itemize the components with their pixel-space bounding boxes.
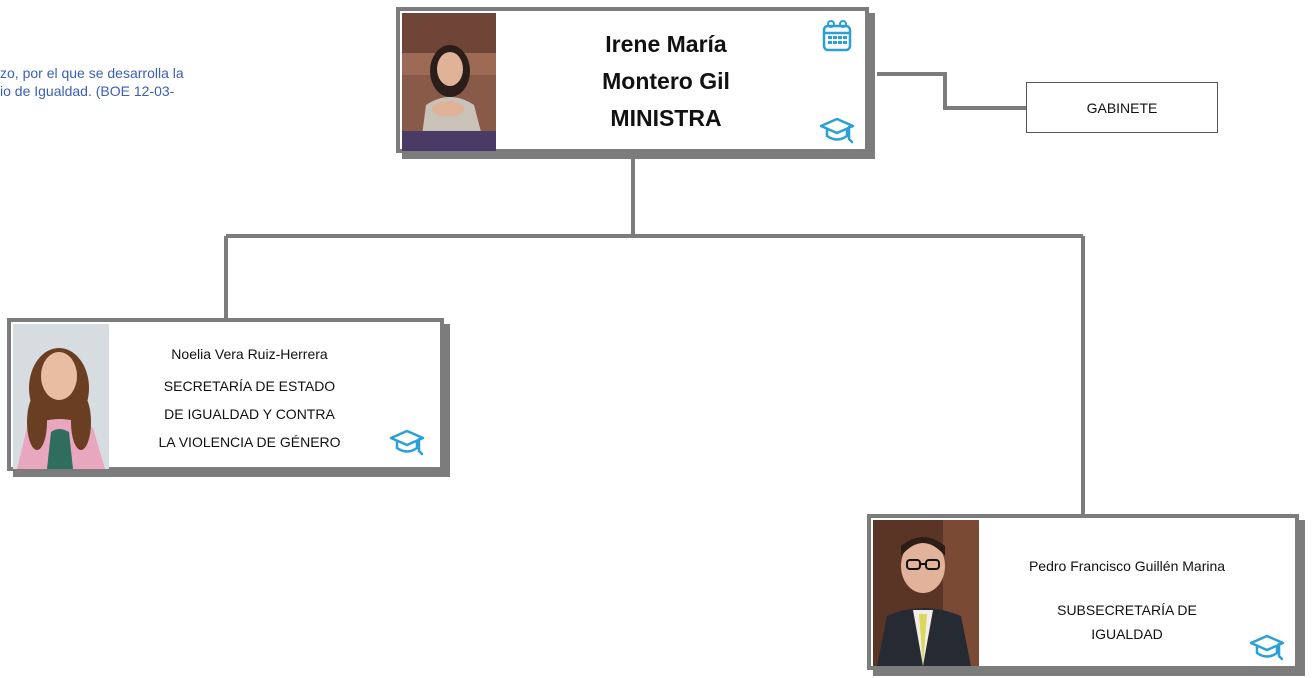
gabinete-box[interactable]: GABINETE: [1026, 82, 1218, 133]
secretaria-title-line1: SECRETARÍA DE ESTADO: [163, 378, 336, 394]
secretaria-title-line2: DE IGUALDAD Y CONTRA: [164, 406, 335, 422]
minister-title: MINISTRA: [610, 105, 722, 131]
minister-name-line1: Irene María: [605, 31, 727, 57]
minister-name-line2: Montero Gil: [602, 68, 730, 94]
secretaria-title-line3: LA VIOLENCIA DE GÉNERO: [158, 434, 341, 450]
subsecretaria-title-line1: SUBSECRETARÍA DE: [1057, 602, 1197, 618]
subsecretaria-name: Pedro Francisco Guillén Marina: [1028, 558, 1226, 574]
connector-minister-gabinete: [877, 72, 1026, 110]
gabinete-label: GABINETE: [1086, 99, 1158, 116]
graduation-cap-icon[interactable]: [1249, 632, 1285, 662]
secretaria-name: Noelia Vera Ruiz-Herrera: [171, 346, 328, 362]
secretaria-photo: [13, 324, 109, 469]
minister-photo: [402, 13, 496, 151]
secretaria-card[interactable]: Noelia Vera Ruiz-Herrera SECRETARÍA DE E…: [7, 318, 444, 471]
subsecretaria-photo: [873, 520, 979, 666]
subsecretaria-card[interactable]: Pedro Francisco Guillén Marina SUBSECRET…: [867, 514, 1299, 670]
calendar-icon[interactable]: [822, 20, 852, 52]
graduation-cap-icon[interactable]: [819, 115, 855, 145]
minister-card[interactable]: Irene María Montero Gil MINISTRA: [396, 7, 869, 153]
subsecretaria-title-line2: IGUALDAD: [1091, 626, 1163, 642]
graduation-cap-icon[interactable]: [389, 427, 425, 457]
legal-reference-text: zo, por el que se desarrolla la io de Ig…: [0, 65, 184, 99]
